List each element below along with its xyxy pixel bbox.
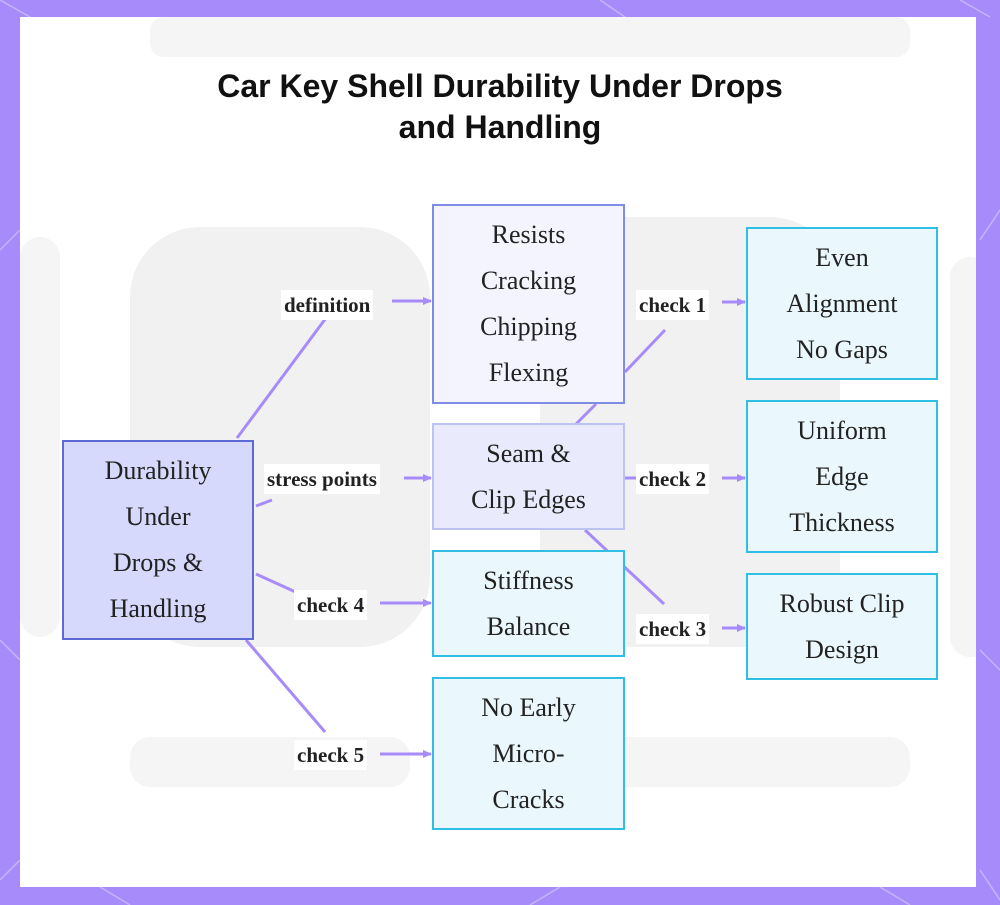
node-text: No Gaps <box>796 327 888 373</box>
edge-check1 <box>576 404 596 424</box>
edge-label-stress-points: stress points <box>264 464 380 494</box>
edge-check1-b <box>625 330 665 372</box>
node-text: Under <box>126 494 191 540</box>
node-text: Stiffness <box>483 558 574 604</box>
node-uniform-edge-thickness[interactable]: Uniform Edge Thickness <box>746 400 938 553</box>
node-no-early-microcracks[interactable]: No Early Micro- Cracks <box>432 677 625 830</box>
node-durability-root[interactable]: Durability Under Drops & Handling <box>62 440 254 640</box>
node-text: Seam & <box>486 431 571 477</box>
edge-stress-points <box>256 500 272 506</box>
node-text: Clip Edges <box>471 477 586 523</box>
node-text: Thickness <box>789 500 894 546</box>
edge-label-check4: check 4 <box>294 590 367 620</box>
node-text: Micro- <box>492 731 564 777</box>
node-text: Even <box>815 235 868 281</box>
node-text: Balance <box>487 604 571 650</box>
node-text: Robust Clip <box>780 581 905 627</box>
edge-label-check2: check 2 <box>636 464 709 494</box>
node-text: Resists <box>492 212 566 258</box>
edge-label-check1: check 1 <box>636 290 709 320</box>
edge-label-check5: check 5 <box>294 740 367 770</box>
node-even-alignment[interactable]: Even Alignment No Gaps <box>746 227 938 380</box>
node-text: Uniform <box>797 408 887 454</box>
node-text: Design <box>805 627 879 673</box>
node-text: Handling <box>110 586 207 632</box>
node-text: No Early <box>481 685 576 731</box>
node-text: Drops & <box>113 540 203 586</box>
edge-definition <box>237 318 326 438</box>
node-text: Durability <box>105 448 212 494</box>
edge-label-check3: check 3 <box>636 614 709 644</box>
node-text: Edge <box>815 454 868 500</box>
node-text: Cracks <box>492 777 564 823</box>
node-robust-clip-design[interactable]: Robust Clip Design <box>746 573 938 680</box>
edge-check5 <box>246 640 325 732</box>
node-text: Chipping <box>480 304 577 350</box>
node-stiffness-balance[interactable]: Stiffness Balance <box>432 550 625 657</box>
node-definition[interactable]: Resists Cracking Chipping Flexing <box>432 204 625 404</box>
node-text: Alignment <box>786 281 897 327</box>
edge-label-definition: definition <box>281 290 373 320</box>
node-seam-clip-edges[interactable]: Seam & Clip Edges <box>432 423 625 530</box>
node-text: Flexing <box>489 350 568 396</box>
node-text: Cracking <box>481 258 576 304</box>
